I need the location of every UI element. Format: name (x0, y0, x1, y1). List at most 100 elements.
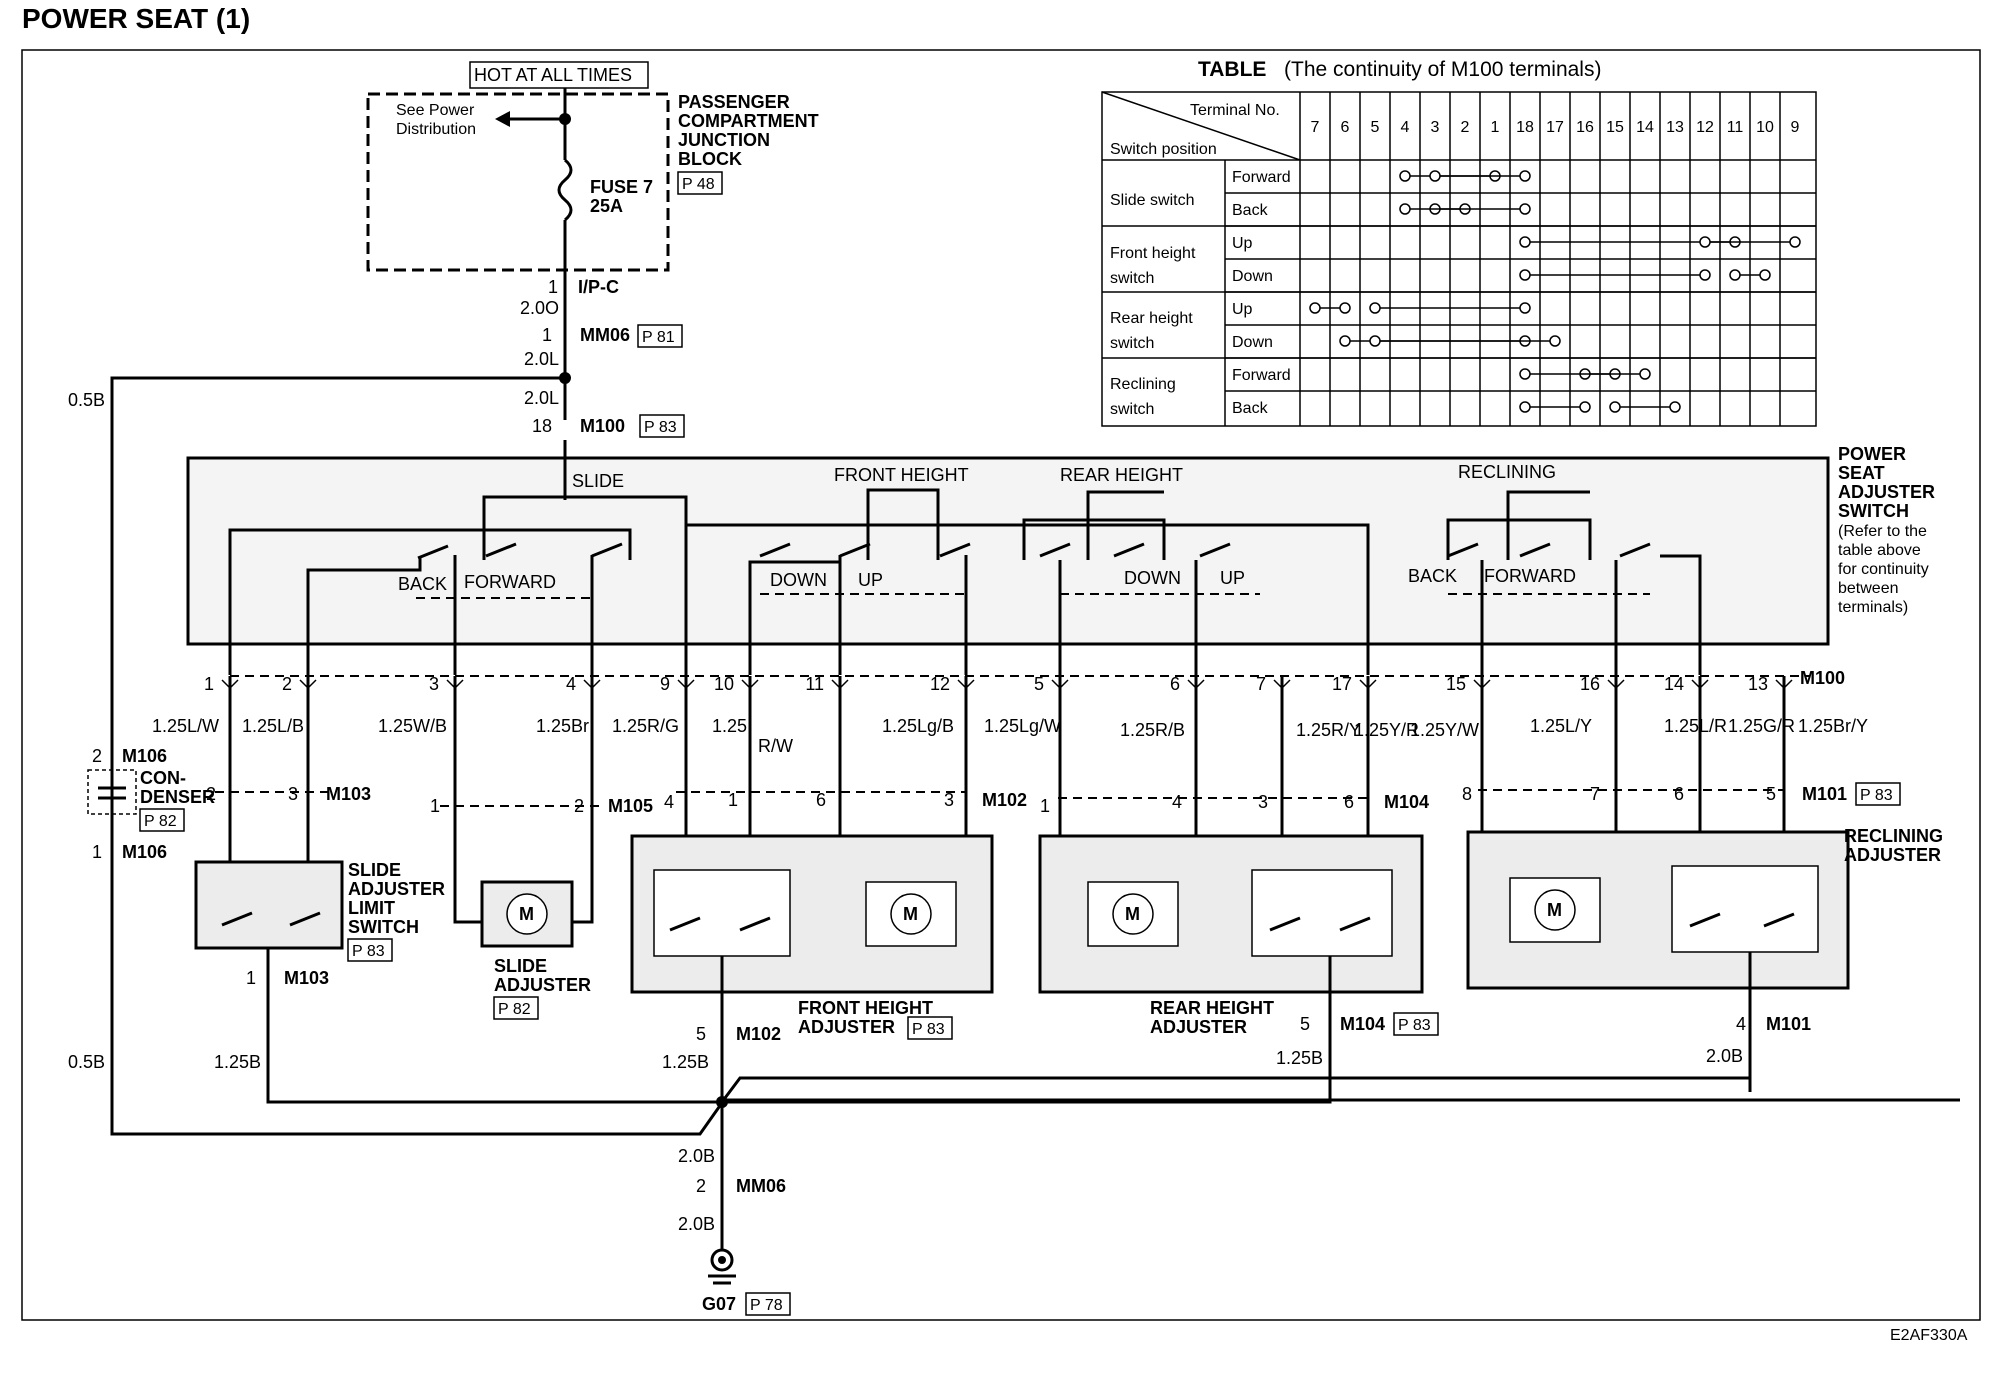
continuity-node (1369, 302, 1381, 314)
wire-color-label: 1.25Br (536, 716, 589, 736)
continuity-node (1519, 368, 1531, 380)
slide-adjuster-ref: P 82 (498, 1001, 531, 1018)
position-label: Up (1232, 301, 1253, 318)
wire-color-label: 1.25 (712, 716, 747, 736)
group-reclining: Reclining (1110, 376, 1176, 393)
ground-wire-1-25b-c: 1.25B (1276, 1048, 1323, 1068)
position-label: Back (1232, 400, 1269, 417)
rear-height-adjuster: M REAR HEIGHT ADJUSTER (1038, 834, 1424, 1070)
position-label: Back (1232, 202, 1269, 219)
m105-label: M105 (608, 796, 653, 816)
slide-internal-1 (228, 528, 632, 675)
m100-pin: 5 (1034, 674, 1044, 694)
m102-pin-3: 3 (944, 790, 954, 810)
wire-color-label: 1.25Y/W (1410, 720, 1479, 740)
fuse-icon (557, 158, 573, 222)
switch-name-1: POWER (1838, 444, 1906, 464)
condenser-m106-top: M106 (122, 746, 167, 766)
condenser-pin-bot: 1 (92, 842, 102, 862)
ground-m104-ref: P 83 (1398, 1017, 1431, 1034)
reclining-adjuster-label-2: ADJUSTER (1844, 845, 1941, 865)
table-header-terminal: Terminal No. (1190, 102, 1280, 119)
front-adjuster-ref: P 83 (912, 1021, 945, 1038)
continuity-node (1519, 401, 1531, 413)
condenser-name-1: CON- (140, 768, 186, 788)
group-front-height: Front height (1110, 245, 1196, 262)
limit-switch-contacts (221, 911, 321, 927)
ground-m101-pin: 4 (1736, 1014, 1746, 1034)
slide-adjuster-label-2: ADJUSTER (494, 975, 591, 995)
wire-color-label: R/W (758, 736, 793, 756)
terminal-header: 15 (1606, 119, 1624, 136)
ground-wire-2-0b-b: 2.0B (678, 1146, 715, 1166)
motor-icon (506, 893, 548, 935)
continuity-node (1429, 170, 1441, 182)
condenser: 2 M106 CON- DENSER P 82 1 M106 (87, 746, 215, 862)
switch-note-3: for continuity (1838, 561, 1929, 578)
position-label: Forward (1232, 367, 1291, 384)
down-label-1: DOWN (770, 570, 827, 590)
wire-2-0o: 2.0O (520, 298, 559, 318)
m100-pin: 16 (1580, 674, 1600, 694)
condenser-name-2: DENSER (140, 787, 215, 807)
doc-code: E2AF330A (1890, 1327, 1968, 1344)
slide-adjuster-box (480, 880, 574, 948)
jb-ref: P 48 (682, 176, 715, 193)
switch-name-3: ADJUSTER (1838, 482, 1935, 502)
ground-wire-2-0b-c: 2.0B (678, 1214, 715, 1234)
ground-m104-pin: 5 (1300, 1014, 1310, 1034)
continuity-node (1549, 335, 1561, 347)
continuity-node (1519, 302, 1531, 314)
fuse-rating: 25A (590, 196, 623, 216)
m101-ref: P 83 (1860, 787, 1893, 804)
m104-label: M104 (1384, 792, 1429, 812)
mm06-connector: MM06 (580, 325, 630, 345)
motor-label: M (1547, 900, 1562, 920)
motor-icon (1534, 889, 1576, 931)
back-label-2: BACK (1408, 566, 1457, 586)
jb-ref-box (677, 171, 723, 195)
see-power-label: See Power (396, 102, 475, 119)
mm06-ref: P 81 (642, 329, 675, 346)
m105-pin-2: 2 (574, 796, 584, 816)
m104-pin-3: 3 (1258, 792, 1268, 812)
jb-label-4: BLOCK (678, 149, 742, 169)
continuity-node (1519, 269, 1531, 281)
switch-box (186, 456, 1830, 646)
switch-note-2: table above (1838, 542, 1921, 559)
continuity-node (1729, 269, 1741, 281)
terminal-header: 18 (1516, 119, 1534, 136)
condenser-pin-top: 2 (92, 746, 102, 766)
group-rear-height: Rear height (1110, 310, 1193, 327)
mm06-pin: 1 (542, 325, 552, 345)
condenser-ref-box (139, 808, 185, 832)
m100-pin: 3 (429, 674, 439, 694)
continuity-node (1339, 302, 1351, 314)
power-supply: HOT AT ALL TIMES See Power Distribution … (68, 61, 1960, 1136)
arrow-head-icon (495, 111, 510, 127)
m101-label: M101 (1802, 784, 1847, 804)
slide-adjuster: M SLIDE ADJUSTER P 82 (480, 880, 591, 1020)
slide-section-label: SLIDE (572, 471, 624, 491)
m102-pin-6: 6 (816, 790, 826, 810)
m104-pin-6: 6 (1344, 792, 1354, 812)
m100-pin: 10 (714, 674, 734, 694)
ground-m102-pin: 5 (696, 1024, 706, 1044)
mm06-ref-box (637, 324, 683, 348)
down-label-2: DOWN (1124, 568, 1181, 588)
ipc-connector: I/P-C (578, 277, 619, 297)
slide-adjuster-ref-box (493, 996, 539, 1020)
motor-label: M (903, 904, 918, 924)
continuity-node (1609, 401, 1621, 413)
m103-pin-2: 2 (206, 784, 216, 804)
rear-adjuster-label-2: ADJUSTER (1150, 1017, 1247, 1037)
wire-color-label: 1.25Y/R (1354, 720, 1419, 740)
ground-network: 1 M103 0.5B 1.25B 5 M102 1.25B 5 M104 P … (68, 968, 1811, 1316)
continuity-node (1639, 368, 1651, 380)
continuity-node (1399, 203, 1411, 215)
see-distribution-label: Distribution (396, 121, 476, 138)
continuity-node (1699, 269, 1711, 281)
